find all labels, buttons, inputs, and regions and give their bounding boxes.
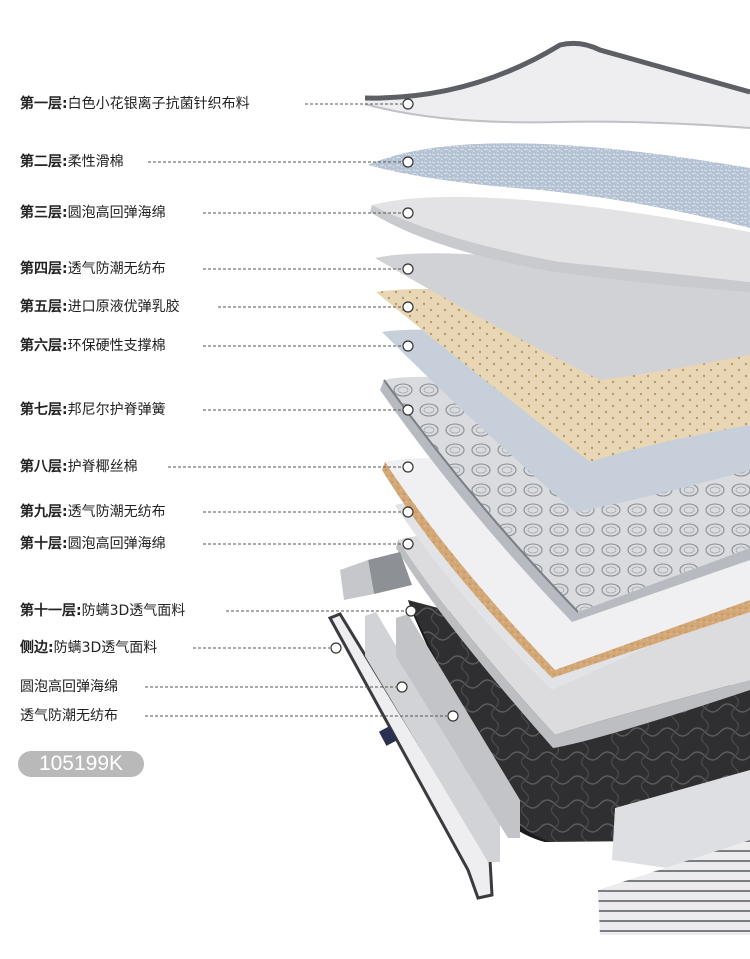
layer-label: 第二层:柔性滑棉 <box>20 154 124 170</box>
side-panel-foam <box>365 612 500 862</box>
leader-lines <box>145 103 447 717</box>
layer-3-foam <box>370 196 750 292</box>
side-label: 侧边:防螨3D透气面料 <box>20 640 158 656</box>
side-panel-bottom-right <box>598 770 750 935</box>
side-sublabel: 圆泡高回弹海绵 <box>20 679 118 695</box>
leader-markers <box>330 98 459 722</box>
layer-label: 第八层:护脊椰丝棉 <box>20 459 138 475</box>
layer-label: 第十一层:防螨3D透气面料 <box>20 603 186 619</box>
side-sublabel: 透气防潮无纺布 <box>20 708 118 724</box>
layer-label: 第四层:透气防潮无纺布 <box>20 261 166 277</box>
layer-label: 第一层:白色小花银离子抗菌针织布料 <box>20 96 250 112</box>
side-panel-3d-fabric <box>327 612 494 900</box>
layer-label: 第六层:环保硬性支撑棉 <box>20 338 166 354</box>
side-panel-nonwoven <box>396 614 520 838</box>
model-code-badge: 105199K <box>18 751 144 777</box>
layer-1-top-fabric <box>364 40 750 129</box>
layer-4-nonwoven <box>375 253 750 380</box>
layer-label: 第三层:圆泡高回弹海绵 <box>20 205 166 221</box>
layer-label: 第七层:邦尼尔护脊弹簧 <box>20 402 166 418</box>
side-panel-top-left <box>340 552 412 600</box>
layer-label: 第五层:进口原液优弹乳胶 <box>20 299 180 315</box>
layer-label: 第九层:透气防潮无纺布 <box>20 504 166 520</box>
layer-2-wadding <box>368 143 750 228</box>
layer-label: 第十层:圆泡高回弹海绵 <box>20 536 166 552</box>
